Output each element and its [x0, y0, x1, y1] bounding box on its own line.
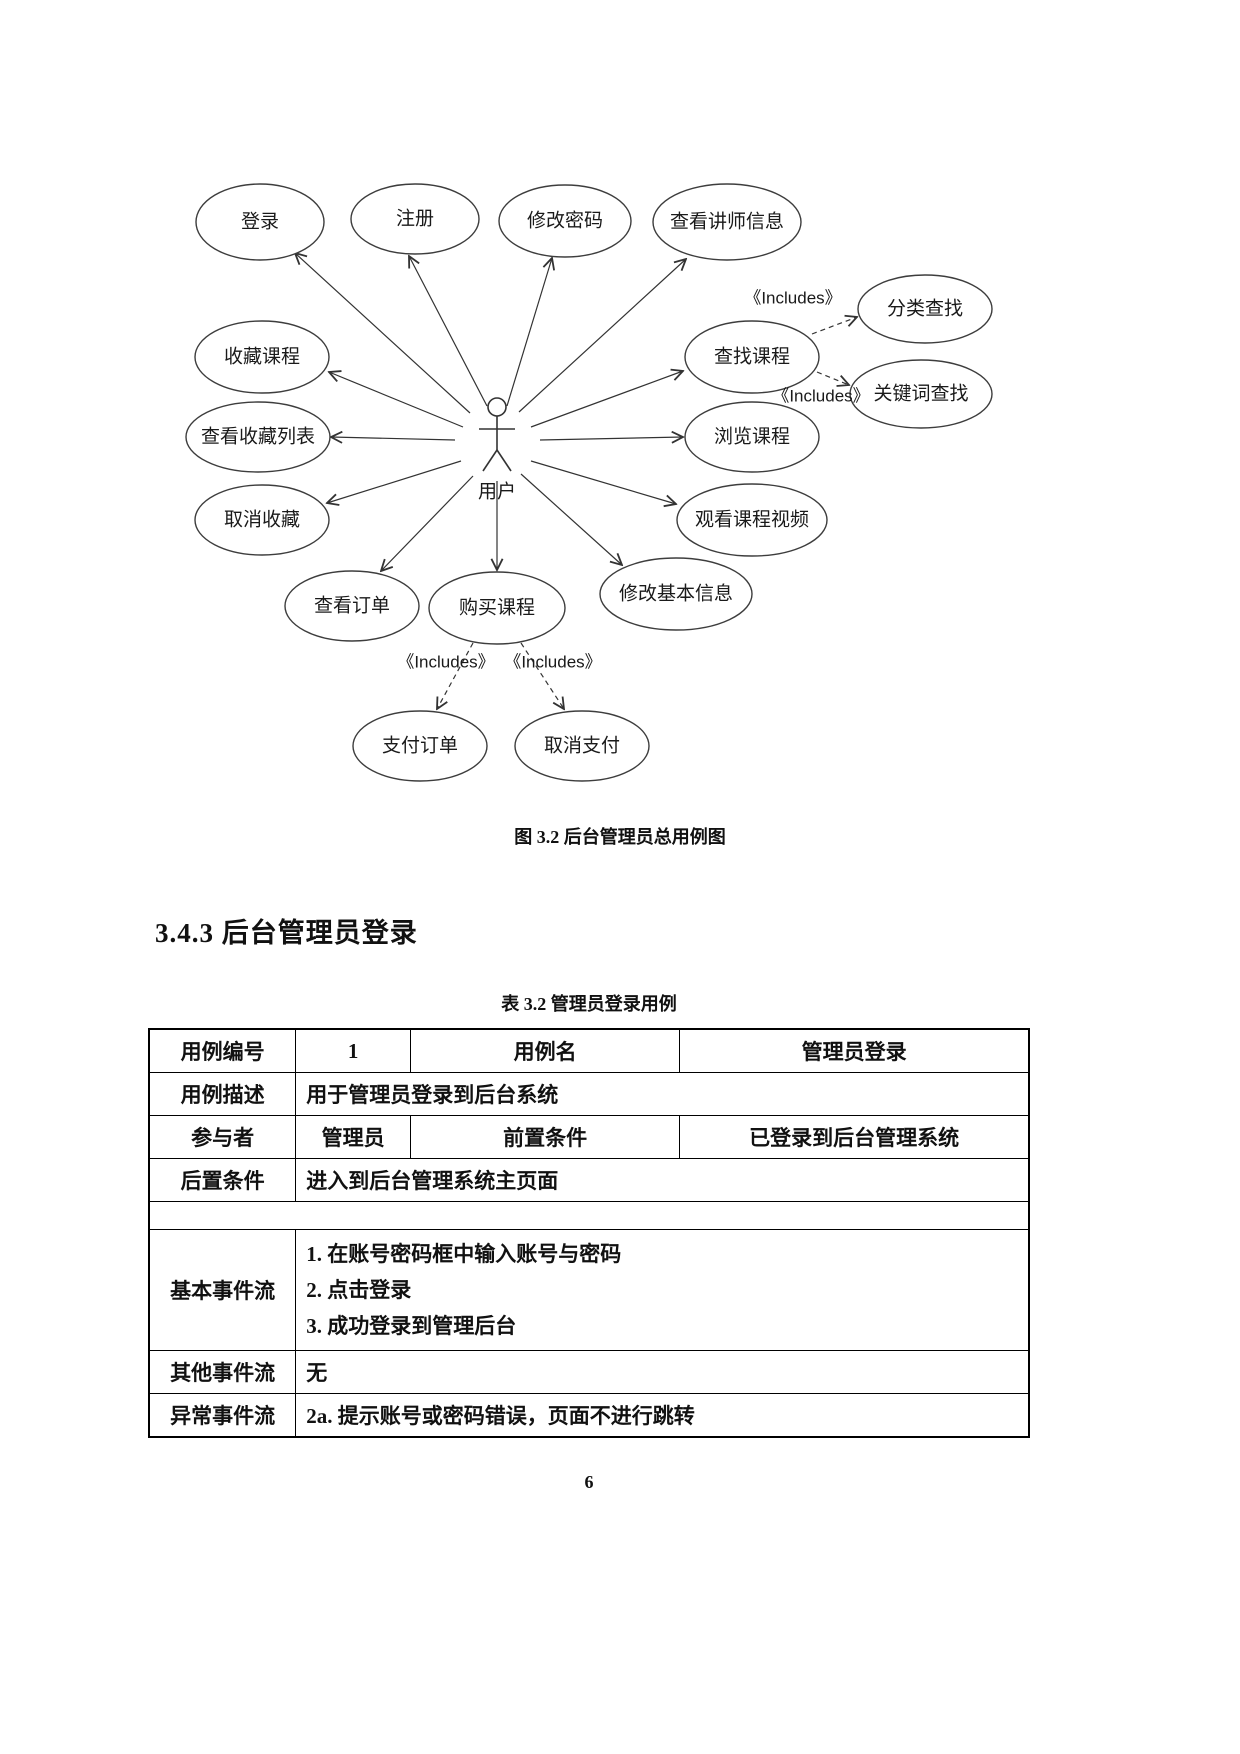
table-row-other-flow: 其他事件流 无 — [148, 1350, 1030, 1394]
edge-user-watch-course-video — [530, 460, 676, 504]
usecase-node-category-search: 分类查找 — [857, 274, 993, 344]
edge-user-change-password — [506, 258, 552, 407]
actor-user: 用户 — [478, 397, 516, 503]
usecase-node-view-lecturer-info: 查看讲师信息 — [652, 183, 802, 261]
usecase-label: 注册 — [396, 208, 434, 230]
usecase-node-register: 注册 — [350, 183, 480, 255]
row-header: 后置条件 — [148, 1158, 297, 1202]
row-header: 异常事件流 — [148, 1393, 297, 1438]
table-row-spacer — [148, 1201, 1030, 1230]
edge-include-keyword-search — [816, 371, 849, 385]
usecase-node-watch-course-video: 观看课程视频 — [676, 483, 828, 557]
use-case-diagram-svg: 登录 注册 修改密码 查看讲师信息 分类查找 查找课程 — [185, 183, 993, 782]
edge-user-edit-basic-info — [520, 473, 622, 565]
usecase-node-cancel-favorite: 取消收藏 — [194, 484, 330, 556]
edge-include-category-search — [811, 317, 857, 335]
usecase-label: 购买课程 — [459, 597, 535, 619]
edge-user-favorite-course — [329, 372, 464, 428]
usecase-label: 取消支付 — [544, 735, 620, 757]
actor-leg-right — [496, 449, 512, 472]
precondition-value: 已登录到后台管理系统 — [679, 1115, 1030, 1159]
usecase-label: 查找课程 — [714, 346, 790, 368]
actor-label: 用户 — [478, 481, 516, 503]
edge-user-cancel-favorite — [327, 460, 462, 503]
usecase-label: 取消收藏 — [224, 509, 300, 531]
actor-leg-left — [482, 449, 498, 472]
basic-flow-step: 1. 在账号密码框中输入账号与密码 — [306, 1242, 622, 1266]
table-row-participant: 参与者 管理员 前置条件 已登录到后台管理系统 — [148, 1115, 1030, 1159]
usecase-node-cancel-payment: 取消支付 — [514, 710, 650, 782]
edge-user-view-lecturer-info — [518, 259, 686, 413]
row-header: 用例名 — [409, 1028, 681, 1073]
usecase-node-favorite-course: 收藏课程 — [194, 320, 330, 394]
spacer-cell — [148, 1201, 1030, 1230]
use-case-table: 用例编号 1 用例名 管理员登录 用例描述 用于管理员登录到后台系统 参与者 管… — [148, 1028, 1030, 1438]
includes-label: 《Includes》 — [397, 653, 494, 672]
includes-label: 《Includes》 — [504, 653, 601, 672]
figure-caption: 图 3.2 后台管理员总用例图 — [514, 827, 726, 847]
usecase-label: 修改密码 — [527, 210, 603, 232]
row-header: 用例编号 — [148, 1028, 297, 1073]
usecase-label: 查看订单 — [314, 595, 390, 617]
usecase-id-value: 1 — [295, 1028, 411, 1073]
table-caption: 表 3.2 管理员登录用例 — [501, 994, 677, 1014]
table-row-usecase-id: 用例编号 1 用例名 管理员登录 — [148, 1028, 1030, 1073]
usecase-label: 查看讲师信息 — [670, 211, 784, 233]
edge-user-login — [295, 253, 471, 414]
usecase-node-browse-course: 浏览课程 — [684, 401, 820, 473]
row-header: 用例描述 — [148, 1072, 297, 1116]
usecase-node-pay-order: 支付订单 — [352, 710, 488, 782]
table-row-postcondition: 后置条件 进入到后台管理系统主页面 — [148, 1158, 1030, 1202]
use-case-diagram: 登录 注册 修改密码 查看讲师信息 分类查找 查找课程 — [0, 0, 1240, 805]
usecase-label: 支付订单 — [382, 735, 458, 757]
usecase-node-view-favorites: 查看收藏列表 — [185, 401, 331, 473]
row-header: 基本事件流 — [148, 1229, 297, 1351]
usecase-node-view-orders: 查看订单 — [284, 570, 420, 642]
basic-flow-step: 3. 成功登录到管理后台 — [306, 1314, 517, 1338]
usecase-label: 浏览课程 — [714, 426, 790, 448]
table-row-description: 用例描述 用于管理员登录到后台系统 — [148, 1072, 1030, 1116]
includes-label: 《Includes》 — [744, 289, 841, 308]
usecase-node-edit-basic-info: 修改基本信息 — [599, 557, 753, 631]
exception-flow-value: 2a. 提示账号或密码错误，页面不进行跳转 — [295, 1393, 1030, 1438]
usecase-label: 收藏课程 — [224, 346, 300, 368]
table-row-exception-flow: 异常事件流 2a. 提示账号或密码错误，页面不进行跳转 — [148, 1393, 1030, 1438]
edge-user-view-orders — [381, 475, 474, 571]
row-header: 其他事件流 — [148, 1350, 297, 1394]
basic-flow-value: 1. 在账号密码框中输入账号与密码 2. 点击登录 3. 成功登录到管理后台 — [295, 1229, 1030, 1351]
usecase-node-keyword-search: 关键词查找 — [849, 359, 993, 429]
edge-include-cancel-payment — [520, 642, 564, 709]
usecase-node-find-course: 查找课程 — [684, 320, 820, 394]
edge-user-register — [409, 256, 488, 407]
usecase-label: 观看课程视频 — [695, 509, 809, 531]
usecase-label: 查看收藏列表 — [201, 426, 315, 448]
postcondition-value: 进入到后台管理系统主页面 — [295, 1158, 1030, 1202]
other-flow-value: 无 — [295, 1350, 1030, 1394]
usecase-node-buy-course: 购买课程 — [428, 571, 566, 645]
edge-user-browse-course — [539, 437, 683, 440]
usecase-node-login: 登录 — [195, 183, 325, 261]
row-header: 参与者 — [148, 1115, 297, 1159]
edge-user-view-favorites — [331, 437, 456, 440]
includes-label: 《Includes》 — [772, 387, 869, 406]
page-number: 6 — [584, 1472, 594, 1492]
usecase-label: 分类查找 — [887, 298, 963, 320]
usecase-label: 登录 — [241, 211, 279, 233]
description-value: 用于管理员登录到后台系统 — [295, 1072, 1030, 1116]
table-row-basic-flow: 基本事件流 1. 在账号密码框中输入账号与密码 2. 点击登录 3. 成功登录到… — [148, 1229, 1030, 1351]
usecase-node-change-password: 修改密码 — [498, 184, 632, 258]
participant-value: 管理员 — [295, 1115, 411, 1159]
usecase-name-value: 管理员登录 — [679, 1028, 1030, 1073]
basic-flow-step: 2. 点击登录 — [306, 1278, 412, 1302]
usecase-label: 关键词查找 — [873, 383, 968, 405]
row-header: 前置条件 — [409, 1115, 681, 1159]
section-heading: 3.4.3 后台管理员登录 — [155, 918, 418, 948]
edge-user-find-course — [530, 371, 683, 428]
edge-include-pay-order — [437, 642, 474, 709]
usecase-label: 修改基本信息 — [619, 583, 733, 605]
actor-head — [487, 397, 507, 417]
